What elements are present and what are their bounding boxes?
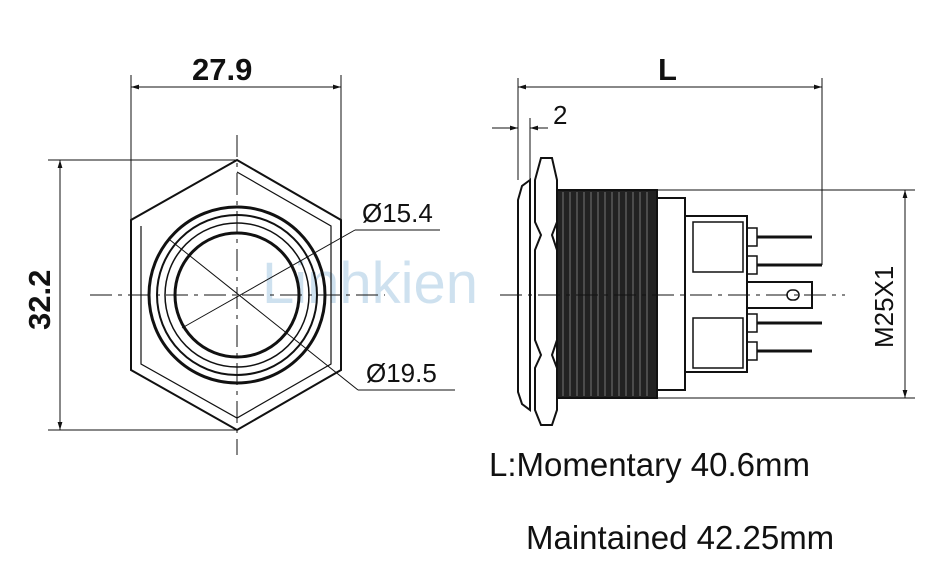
terminal-pins <box>757 235 822 353</box>
watermark: Linhkien <box>262 251 478 316</box>
momentary-length-note: L:Momentary 40.6mm <box>489 446 810 483</box>
maintained-length-note: Maintained 42.25mm <box>526 519 834 556</box>
bezel-dimension-label: 2 <box>553 100 567 130</box>
outer-diameter-label: Ø19.5 <box>366 358 437 388</box>
height-dimension-label: 32.2 <box>22 270 57 330</box>
housing <box>656 197 686 391</box>
width-dimension-label: 27.9 <box>192 52 252 87</box>
thread <box>556 189 658 399</box>
thread-dimension-label: M25X1 <box>869 266 899 348</box>
side-view <box>492 78 915 426</box>
nut-side <box>534 157 558 426</box>
terminal-block <box>684 215 748 373</box>
bezel <box>517 178 531 412</box>
length-dimension-label: L <box>658 52 677 87</box>
inner-diameter-label: Ø15.4 <box>362 198 433 228</box>
front-view <box>48 75 455 455</box>
